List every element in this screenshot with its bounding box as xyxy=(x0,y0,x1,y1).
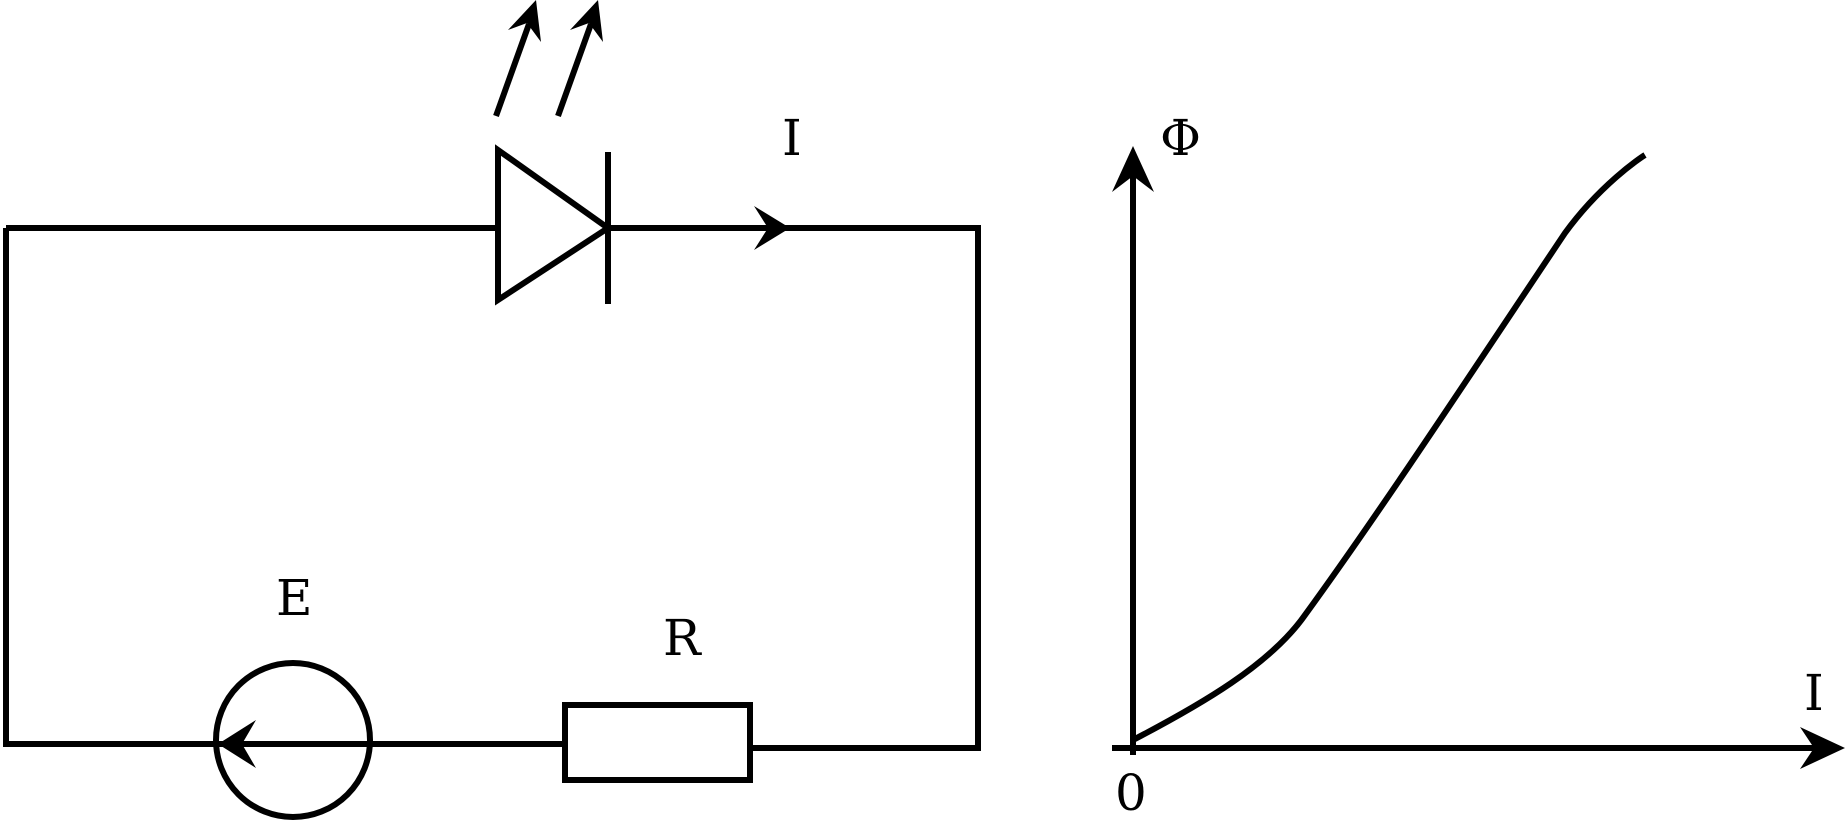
voltage-source xyxy=(213,660,373,820)
flux-curve xyxy=(1131,152,1647,743)
wire-top-right xyxy=(608,225,981,751)
current-arrow-icon xyxy=(754,206,790,250)
x-axis-arrow-icon xyxy=(1800,727,1845,769)
x-axis-label: I xyxy=(1804,664,1824,722)
flux-current-graph: Φ I 0 xyxy=(1112,109,1845,822)
resistor xyxy=(562,702,753,783)
source-arrow-icon xyxy=(218,720,256,768)
light-arrows xyxy=(493,0,603,118)
source-label: E xyxy=(276,569,313,627)
diode-triangle xyxy=(495,144,614,306)
y-axis-label: Φ xyxy=(1160,109,1201,167)
circuit: I E R xyxy=(3,0,981,820)
y-axis-arrow-icon xyxy=(1112,146,1154,192)
source-circle xyxy=(213,660,373,820)
resistor-label: R xyxy=(663,609,702,667)
light-arrow-2-icon xyxy=(570,0,603,42)
light-arrow-1-shaft xyxy=(493,22,532,118)
light-arrow-1-icon xyxy=(508,0,541,42)
origin-label: 0 xyxy=(1115,764,1147,822)
light-arrow-2-shaft xyxy=(555,22,594,118)
led-diode xyxy=(495,144,614,306)
current-label: I xyxy=(782,109,802,167)
wire-left xyxy=(3,228,565,747)
